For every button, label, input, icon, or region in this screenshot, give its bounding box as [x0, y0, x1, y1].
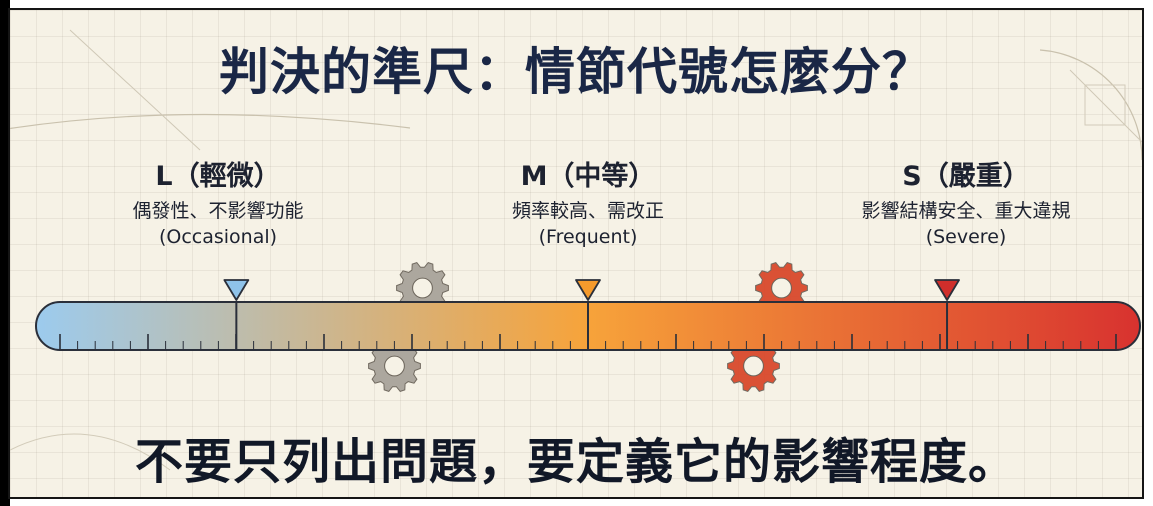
- gear-gray-icon-top-hub: [412, 277, 433, 299]
- level-s-description: 影響結構安全、重大違規: [861, 200, 1071, 222]
- background-sketch: [10, 29, 1142, 471]
- level-s-marker-icon: [934, 279, 960, 301]
- sketch-square: [1084, 84, 1126, 126]
- level-l-marker-icon: [223, 279, 250, 301]
- level-l-heading: L（輕微）: [155, 161, 281, 192]
- sketch-curve-bottom: [10, 433, 171, 471]
- level-m-description: 頻率較高、需改正: [511, 200, 664, 222]
- sketch-curve: [10, 113, 411, 130]
- gear-gray-icon-bottom-hub: [384, 355, 405, 377]
- bottom-message: 不要只列出問題，要定義它的影響程度。: [134, 434, 1017, 490]
- infographic-panel: 判決的準尺：情節代號怎麼分？ L（輕微） 偶發性、不影響功能 (Occasion…: [10, 10, 1142, 497]
- level-l-description: 偶發性、不影響功能: [132, 200, 304, 222]
- level-m-english: (Frequent): [538, 226, 638, 248]
- page-title: 判決的準尺：情節代號怎麼分？: [219, 43, 933, 101]
- level-s-heading: S（嚴重）: [902, 161, 1030, 192]
- severity-scale: [35, 262, 1141, 392]
- level-s-english: (Severe): [925, 226, 1007, 248]
- gear-red-icon-bottom-hub: [743, 355, 764, 377]
- sketch-diagonal: [1069, 69, 1142, 143]
- left-black-edge: [0, 0, 10, 506]
- sketch-line: [69, 29, 201, 151]
- level-l-english: (Occasional): [158, 226, 278, 248]
- level-s-label: S（嚴重） 影響結構安全、重大違規 (Severe): [816, 160, 1116, 250]
- level-m-label: M（中等） 頻率較高、需改正 (Frequent): [438, 160, 738, 250]
- level-l-label: L（輕微） 偶發性、不影響功能 (Occasional): [68, 160, 368, 250]
- level-m-heading: M（中等）: [520, 161, 656, 192]
- gear-red-icon-top-hub: [771, 277, 792, 299]
- level-m-marker-icon: [575, 279, 601, 301]
